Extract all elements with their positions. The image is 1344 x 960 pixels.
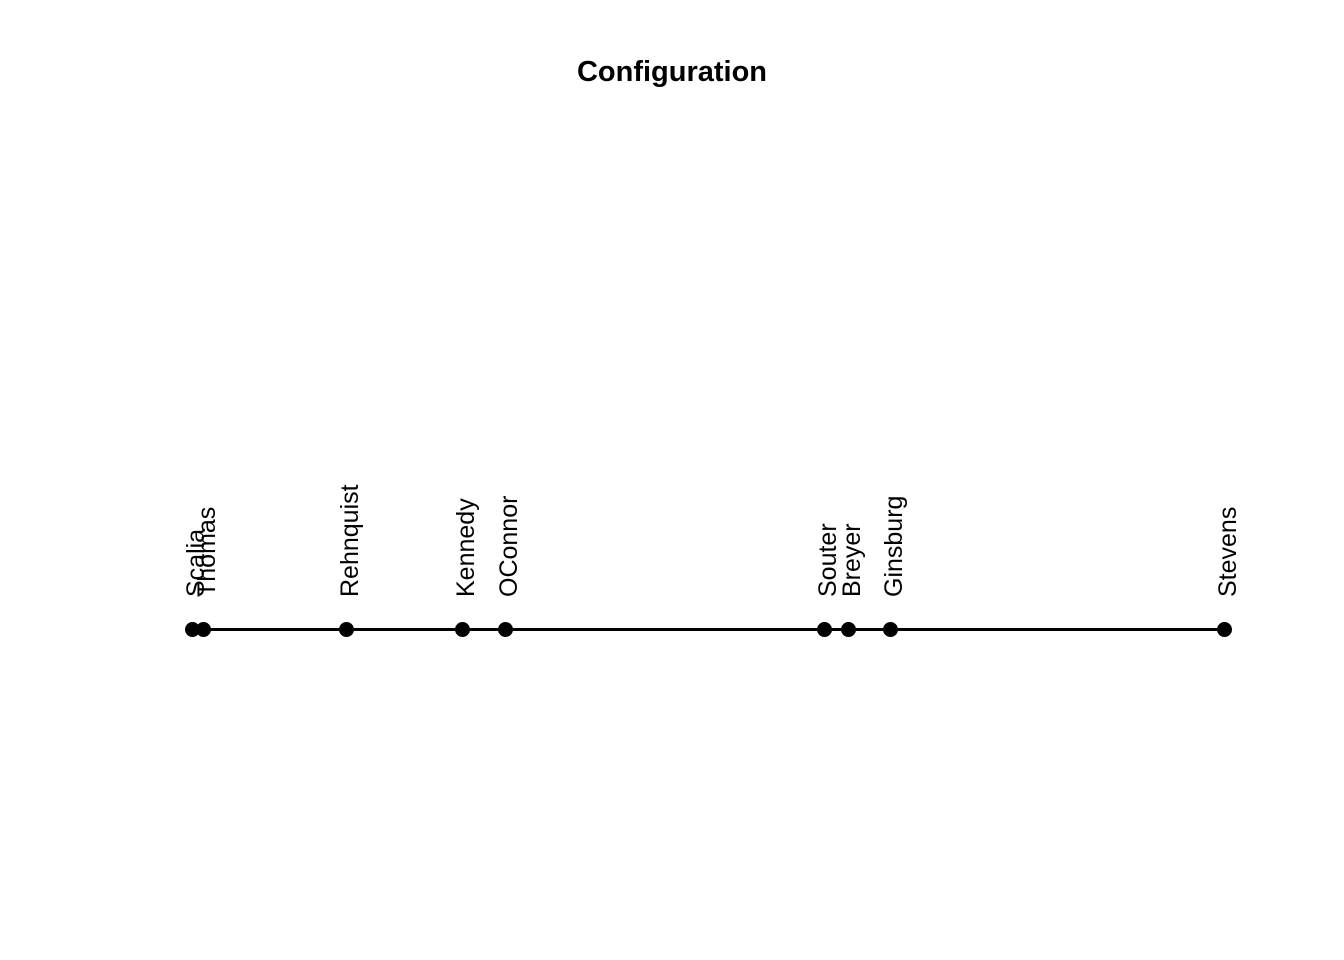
- point-marker-souter: [816, 622, 832, 637]
- plot-title: Configuration: [576, 56, 768, 88]
- point-label-text: Breyer: [837, 523, 866, 597]
- point-label-stevens: Stevens: [1214, 507, 1249, 597]
- point-label-ginsburg: Ginsburg: [880, 496, 915, 597]
- point-marker-kennedy: [454, 622, 470, 637]
- point-label-text: OConnor: [494, 495, 523, 597]
- point-label-thomas: Thomas: [193, 507, 228, 597]
- point-label-text: Rehnquist: [335, 484, 364, 597]
- point-marker-breyer: [840, 622, 856, 637]
- point-label-text: Ginsburg: [879, 495, 908, 597]
- point-label-text: Thomas: [192, 506, 221, 597]
- point-label-rehnquist: Rehnquist: [336, 484, 371, 597]
- point-marker-rehnquist: [338, 622, 354, 637]
- point-label-kennedy: Kennedy: [452, 498, 487, 597]
- point-marker-oconnor: [497, 622, 513, 637]
- point-marker-thomas: [195, 622, 211, 637]
- point-marker-stevens: [1216, 622, 1232, 637]
- point-label-text: Kennedy: [451, 498, 480, 597]
- point-marker-ginsburg: [882, 622, 898, 637]
- point-label-text: Stevens: [1213, 506, 1242, 597]
- point-label-oconnor: OConnor: [495, 496, 530, 597]
- horizontal-axis-line: [192, 627, 1224, 631]
- point-label-breyer: Breyer: [838, 523, 873, 597]
